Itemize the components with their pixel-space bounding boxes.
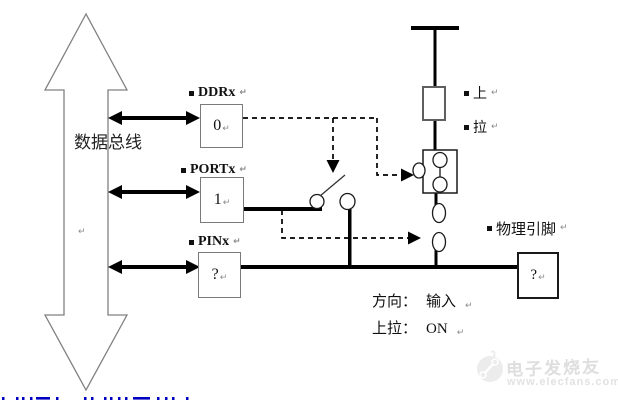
input-switch-bottom-contact bbox=[431, 231, 447, 253]
switch-drop-line bbox=[348, 209, 352, 267]
watermark-url: www.elecfans.com bbox=[507, 376, 618, 388]
portx-label: PORTx bbox=[190, 162, 236, 177]
pullup-resistor bbox=[422, 86, 446, 121]
bullet-icon bbox=[487, 226, 492, 231]
vcc-wire bbox=[433, 30, 437, 88]
pullup-label-top: 上 ↵ bbox=[464, 83, 499, 103]
input-switch-top-contact bbox=[431, 202, 447, 224]
driver-top-wire bbox=[434, 192, 438, 206]
paragraph-mark: ↵ bbox=[538, 273, 546, 283]
physical-pin-label-row: 物理引脚 ↵ bbox=[487, 218, 568, 239]
status-direction: 方向： 输入 ↵ bbox=[372, 290, 473, 311]
paragraph-mark: ↵ bbox=[491, 121, 499, 132]
portx-input-arrowhead bbox=[408, 231, 421, 245]
physical-pin-label: 物理引脚 bbox=[496, 222, 557, 238]
bullet-icon bbox=[189, 90, 194, 96]
status-pullup: 上拉： ON ↵ bbox=[372, 317, 464, 338]
pin-line bbox=[240, 265, 517, 269]
switch-lever bbox=[319, 174, 346, 197]
portx-value: 1 bbox=[213, 191, 222, 208]
physical-pin-value: ? bbox=[530, 267, 538, 283]
switch-right-contact bbox=[339, 192, 356, 211]
paragraph-mark: ↵ bbox=[465, 301, 473, 311]
switch-left-contact bbox=[309, 193, 325, 210]
bullet-icon bbox=[189, 239, 194, 245]
bullet-icon bbox=[464, 90, 469, 96]
portx-register-box: 1 ↵ bbox=[200, 177, 244, 223]
paragraph-mark: ↵ bbox=[239, 164, 247, 175]
paragraph-mark: ↵ bbox=[239, 87, 247, 98]
pullup-status-value: ON bbox=[426, 321, 448, 337]
ddrx-driver-arrowhead bbox=[401, 168, 414, 182]
resistor-wire bbox=[433, 119, 437, 151]
pullup-char-1: 上 bbox=[473, 87, 487, 102]
pinx-register-box: ? ↵ bbox=[198, 252, 241, 298]
pinx-label: PINx bbox=[198, 234, 230, 249]
ddrx-control-dashed bbox=[243, 117, 401, 176]
paragraph-mark: ↵ bbox=[491, 87, 499, 98]
driver-bottom-transistor bbox=[432, 176, 448, 193]
paragraph-mark: ↵ bbox=[222, 197, 231, 208]
paragraph-mark: ↵ bbox=[456, 328, 465, 338]
portx-label-row: PORTx ↵ bbox=[181, 162, 247, 178]
driver-gate-bubble bbox=[412, 162, 426, 179]
pullup-label-bottom: 拉 ↵ bbox=[464, 117, 499, 137]
direction-value: 输入 bbox=[426, 294, 457, 310]
data-bus-label: 数据总线 bbox=[74, 130, 142, 156]
paragraph-mark: ↵ bbox=[233, 236, 241, 247]
direction-label: 方向： bbox=[372, 294, 418, 310]
paragraph-mark: ↵ bbox=[219, 272, 228, 283]
paragraph-mark: ↵ bbox=[222, 123, 230, 134]
pinx-label-row: PINx ↵ bbox=[189, 234, 241, 250]
pinx-value: ? bbox=[211, 266, 219, 283]
physical-pin-box: ? ↵ bbox=[517, 252, 559, 299]
truncated-caption-fragments[interactable] bbox=[2, 397, 189, 400]
ddrx-switch-arrowhead bbox=[326, 160, 340, 173]
paragraph-mark: ↵ bbox=[560, 223, 568, 233]
elecfans-logo-icon bbox=[476, 350, 506, 384]
paragraph-mark: ↵ bbox=[78, 227, 86, 237]
portx-control-dashed bbox=[281, 210, 408, 239]
portx-output-line bbox=[243, 207, 322, 211]
bullet-icon bbox=[181, 167, 186, 173]
vcc-rail bbox=[411, 26, 459, 30]
data-bus-arrow bbox=[43, 12, 129, 392]
ddrx-label: DDRx bbox=[198, 85, 236, 100]
bus-ddrx-arrow bbox=[108, 111, 200, 125]
ddrx-register-box: 0 ↵ bbox=[200, 104, 243, 148]
pullup-status-label: 上拉： bbox=[372, 321, 418, 337]
driver-top-transistor bbox=[432, 151, 448, 169]
bus-pinx-arrow bbox=[108, 260, 200, 274]
bullet-icon bbox=[464, 124, 469, 130]
ddrx-label-row: DDRx ↵ bbox=[189, 85, 247, 101]
pullup-char-2: 拉 bbox=[473, 121, 487, 136]
bus-portx-arrow bbox=[108, 185, 200, 199]
input-wire bbox=[434, 249, 438, 267]
ddrx-value: 0 bbox=[213, 117, 222, 134]
